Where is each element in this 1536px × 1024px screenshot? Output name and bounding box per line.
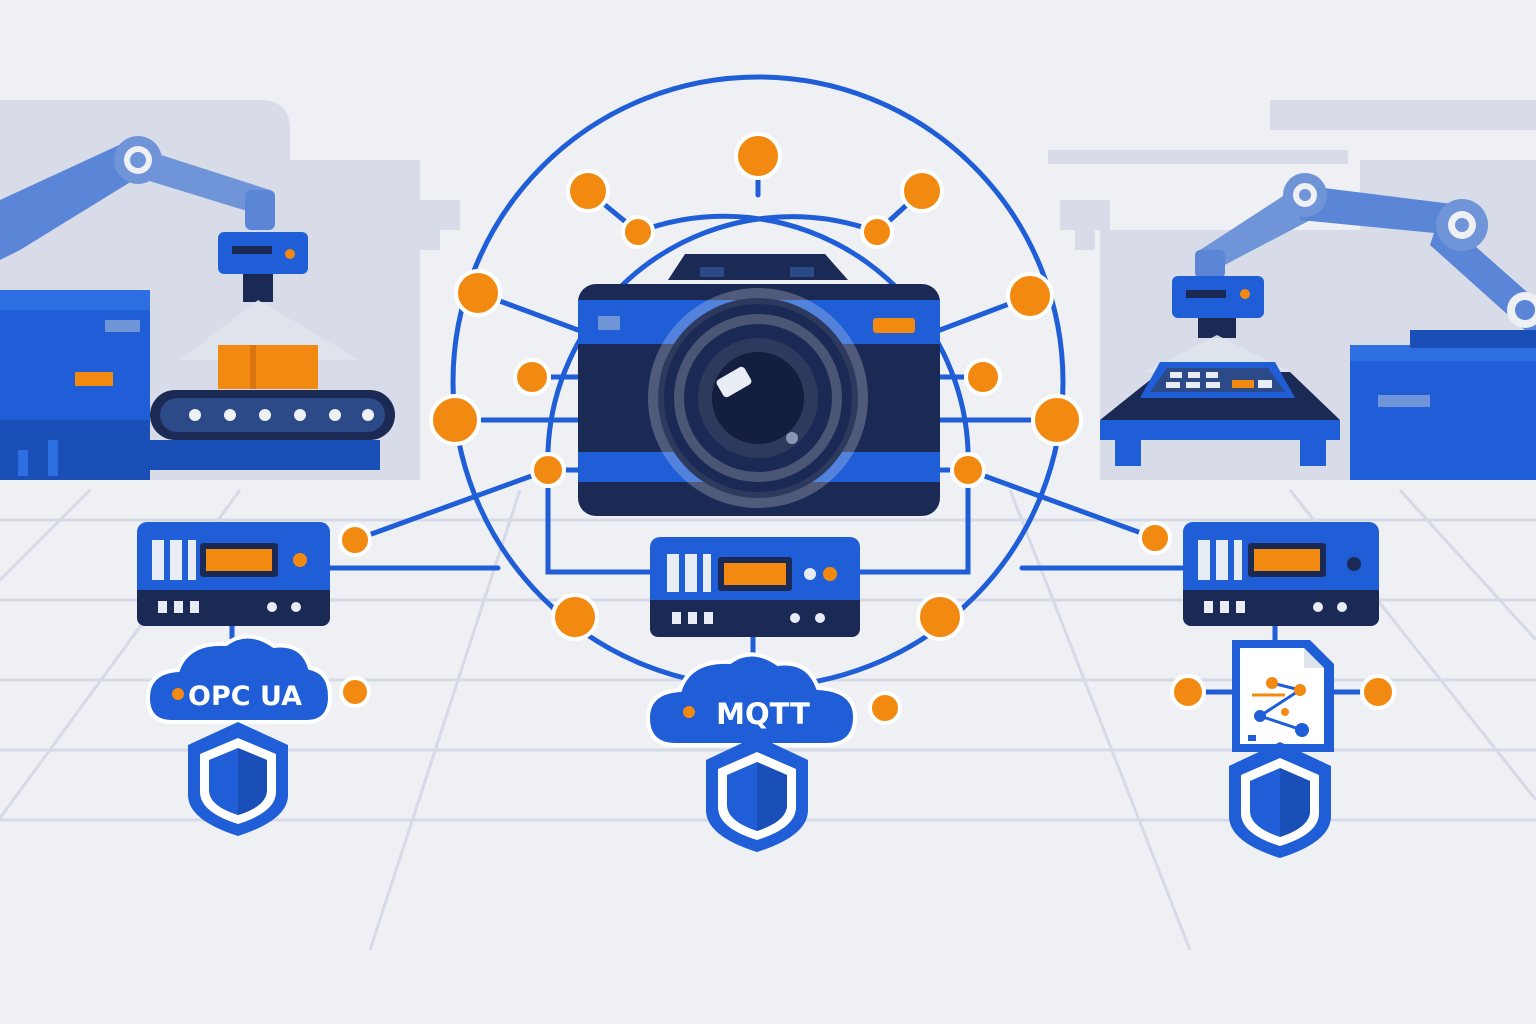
network-node	[734, 132, 782, 180]
shield-icon	[706, 736, 808, 852]
mqtt-label: MQTT	[716, 697, 810, 731]
network-node	[513, 358, 551, 396]
opc-ua-label: OPC UA	[188, 681, 302, 712]
mqtt-cloud: MQTT	[645, 652, 858, 747]
network-document-icon	[1232, 640, 1334, 752]
network-node	[530, 452, 566, 488]
gateway-device-icon	[650, 537, 860, 637]
network-node	[429, 394, 481, 446]
network-links	[229, 74, 1381, 695]
network-node	[868, 691, 902, 725]
network-node	[900, 169, 944, 213]
opc-ua-cloud: OPC UA	[145, 634, 333, 724]
network-nodes	[338, 132, 1396, 725]
network-node	[339, 676, 371, 708]
gateway-device-icon	[1183, 522, 1379, 626]
network-node	[454, 269, 502, 317]
robot-arm-conveyor-icon	[0, 136, 395, 480]
network-node	[1170, 674, 1206, 710]
network-node	[1031, 394, 1083, 446]
shield-icon	[188, 722, 288, 836]
robot-arm-inspection-station-icon	[1100, 173, 1536, 480]
network-node	[566, 169, 610, 213]
network-node	[1006, 272, 1054, 320]
network-node	[1138, 521, 1172, 555]
network-node	[551, 593, 599, 641]
gateway-device-icon	[137, 522, 330, 626]
shield-icon	[1229, 742, 1331, 858]
network-node	[950, 452, 986, 488]
network-node	[860, 215, 894, 249]
network-node	[916, 593, 964, 641]
camera-icon	[578, 254, 940, 516]
network-node	[964, 358, 1002, 396]
network-node	[621, 215, 655, 249]
network-node	[338, 523, 372, 557]
network-node	[1360, 674, 1396, 710]
